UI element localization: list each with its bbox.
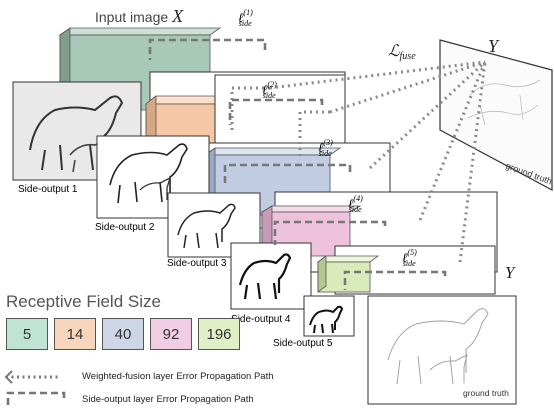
fusion-error-paths [269, 60, 487, 263]
legend-fusion-path: Weighted-fusion layer Error Propagation … [82, 371, 274, 382]
side-output-1-label: Side-output 1 [18, 184, 78, 195]
stage-5-block [316, 255, 380, 293]
fusion-path-descents [230, 86, 330, 160]
side-output-5-label: Side-output 5 [273, 338, 333, 349]
rf-box-5: 5 [6, 318, 48, 350]
side-output-3-label: Side-output 3 [167, 258, 227, 269]
rf-box-40: 40 [102, 318, 144, 350]
side-loss-1: ℓ(1)side [238, 8, 253, 28]
side-loss-labels: ℓ(1)side ℓ(2)side ℓ(3)side ℓ(4)side ℓ(5)… [238, 8, 417, 268]
input-image-title: Input image X [95, 6, 184, 26]
fusion-path-4 [418, 61, 487, 221]
rf-box-14: 14 [54, 318, 96, 350]
bottom-ground-truth-image [367, 295, 517, 405]
legend-dotted-arrow [4, 370, 13, 384]
side-output-5-image [303, 295, 355, 337]
side-output-4-image [230, 242, 312, 310]
side-path-4 [273, 220, 387, 245]
horse-sketch-input [29, 95, 124, 171]
receptive-field-title: Receptive Field Size [6, 292, 161, 311]
side-loss-2: ℓ(2)side [262, 80, 277, 100]
side-loss-5: ℓ(5)side [402, 248, 417, 268]
legend-side-path: Side-output layer Error Propagation Path [82, 394, 254, 405]
rf-box-92: 92 [150, 318, 192, 350]
fusion-loss-label: ℒfuse [388, 43, 416, 62]
fusion-path-1 [269, 60, 486, 90]
side-loss-3: ℓ(3)side [318, 138, 333, 158]
fusion-ground-truth-panel: ground truth [439, 39, 553, 192]
side-error-paths [148, 38, 447, 290]
side-path-5 [343, 270, 447, 290]
side-loss-4: ℓ(4)side [348, 194, 363, 214]
bottom-target-var: Y [505, 263, 516, 282]
legend-dashed-line [6, 391, 66, 408]
side-path-1 [148, 38, 267, 60]
gt-sketch-top [467, 79, 541, 126]
fusion-target-var: Y [488, 36, 500, 56]
side-output-2-label: Side-output 2 [95, 222, 155, 233]
side-path-2 [228, 98, 324, 125]
bottom-ground-truth-label: ground truth [463, 388, 509, 398]
side-output-4-label: Side-output 4 [231, 314, 291, 325]
fusion-path-3 [368, 60, 487, 170]
rf-box-196: 196 [198, 318, 240, 350]
side-path-3 [223, 163, 352, 185]
